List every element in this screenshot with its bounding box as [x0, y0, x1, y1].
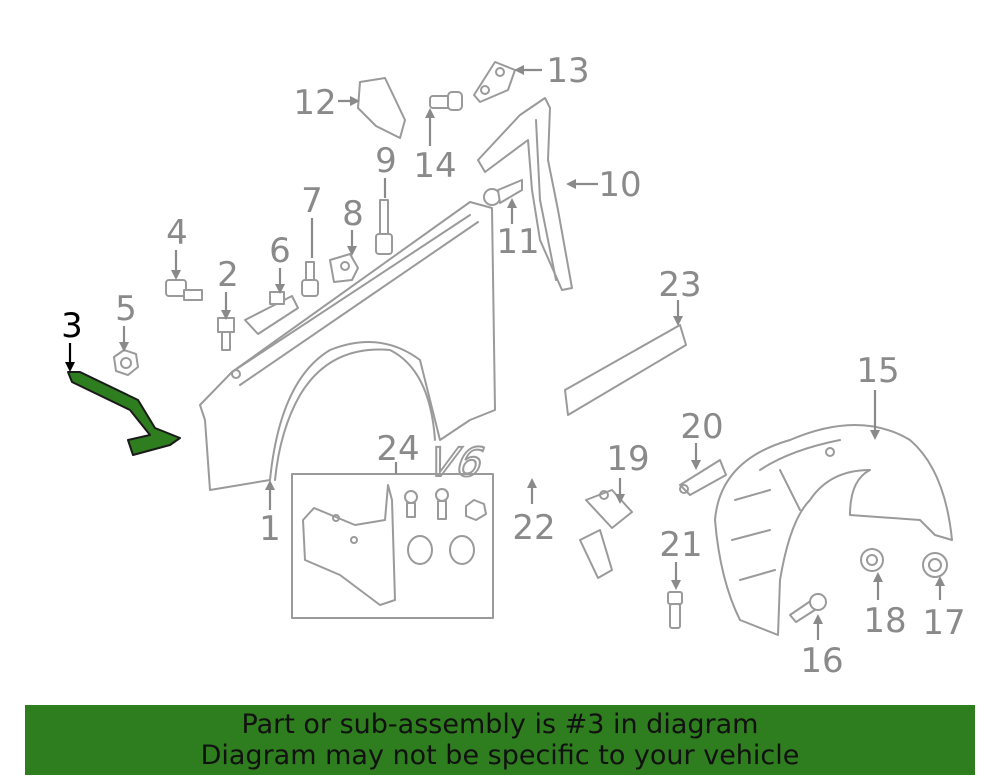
callout-21[interactable]: 21 [659, 525, 702, 565]
part-12-corner-bracket[interactable] [357, 77, 406, 139]
callout-17[interactable]: 17 [922, 603, 965, 643]
emblem-v6-text: V6 [426, 439, 487, 486]
part-3-bracket[interactable] [67, 371, 181, 456]
callout-labels: 1 2 3 4 5 6 7 8 9 10 11 12 13 14 15 16 1… [61, 51, 965, 681]
part-21-clip[interactable] [667, 591, 683, 629]
callout-19[interactable]: 19 [606, 439, 649, 479]
info-banner: Part or sub-assembly is #3 in diagram Di… [25, 705, 975, 775]
callout-1[interactable]: 1 [259, 509, 281, 549]
callout-8[interactable]: 8 [342, 194, 364, 234]
callout-5[interactable]: 5 [115, 289, 137, 329]
part-13-small-bracket[interactable] [473, 61, 516, 103]
part-5-nut[interactable] [113, 349, 139, 376]
part-9-pin[interactable] [375, 199, 393, 255]
part-11-fastener[interactable] [483, 179, 523, 206]
part-23-trim-strip[interactable] [564, 324, 687, 416]
part-20-bracket[interactable] [679, 459, 727, 496]
callout-2[interactable]: 2 [217, 255, 239, 295]
part-16-screw[interactable] [789, 593, 827, 623]
part-22-emblem[interactable]: V6 [425, 438, 488, 487]
part-2-bolt[interactable] [217, 317, 235, 351]
callout-13[interactable]: 13 [546, 51, 589, 91]
callout-18[interactable]: 18 [863, 601, 906, 641]
part-10-seal-strip[interactable] [477, 97, 573, 291]
callout-11[interactable]: 11 [496, 222, 539, 262]
callout-12[interactable]: 12 [293, 83, 336, 123]
banner-line-disclaimer: Diagram may not be specific to your vehi… [200, 740, 800, 771]
part-14-push-pin[interactable] [429, 91, 463, 111]
callout-3[interactable]: 3 [61, 306, 83, 346]
part-4-stud[interactable] [165, 279, 203, 301]
callout-7[interactable]: 7 [301, 181, 323, 221]
part-24-mudflap-kit[interactable] [291, 473, 494, 619]
part-17-grommet[interactable] [922, 552, 948, 578]
callout-14[interactable]: 14 [413, 146, 456, 186]
part-6-plate[interactable] [244, 291, 299, 335]
callout-10[interactable]: 10 [598, 165, 641, 205]
part-19-clip-bracket[interactable] [579, 489, 633, 579]
callout-6[interactable]: 6 [269, 231, 291, 271]
leader-lines [65, 65, 945, 640]
callout-22[interactable]: 22 [512, 508, 555, 548]
callout-16[interactable]: 16 [800, 641, 843, 681]
banner-line-part: Part or sub-assembly is #3 in diagram [241, 709, 759, 740]
callout-24[interactable]: 24 [376, 429, 419, 469]
part-18-washer[interactable] [860, 548, 884, 572]
callout-9[interactable]: 9 [375, 141, 397, 181]
callout-23[interactable]: 23 [658, 265, 701, 305]
part-7-clip[interactable] [301, 261, 319, 297]
part-8-retainer[interactable] [329, 253, 359, 283]
callout-4[interactable]: 4 [166, 213, 188, 253]
callout-20[interactable]: 20 [680, 407, 723, 447]
part-1-fender[interactable] [199, 201, 496, 491]
callout-15[interactable]: 15 [856, 351, 899, 391]
part-15-wheel-liner[interactable] [714, 424, 953, 636]
